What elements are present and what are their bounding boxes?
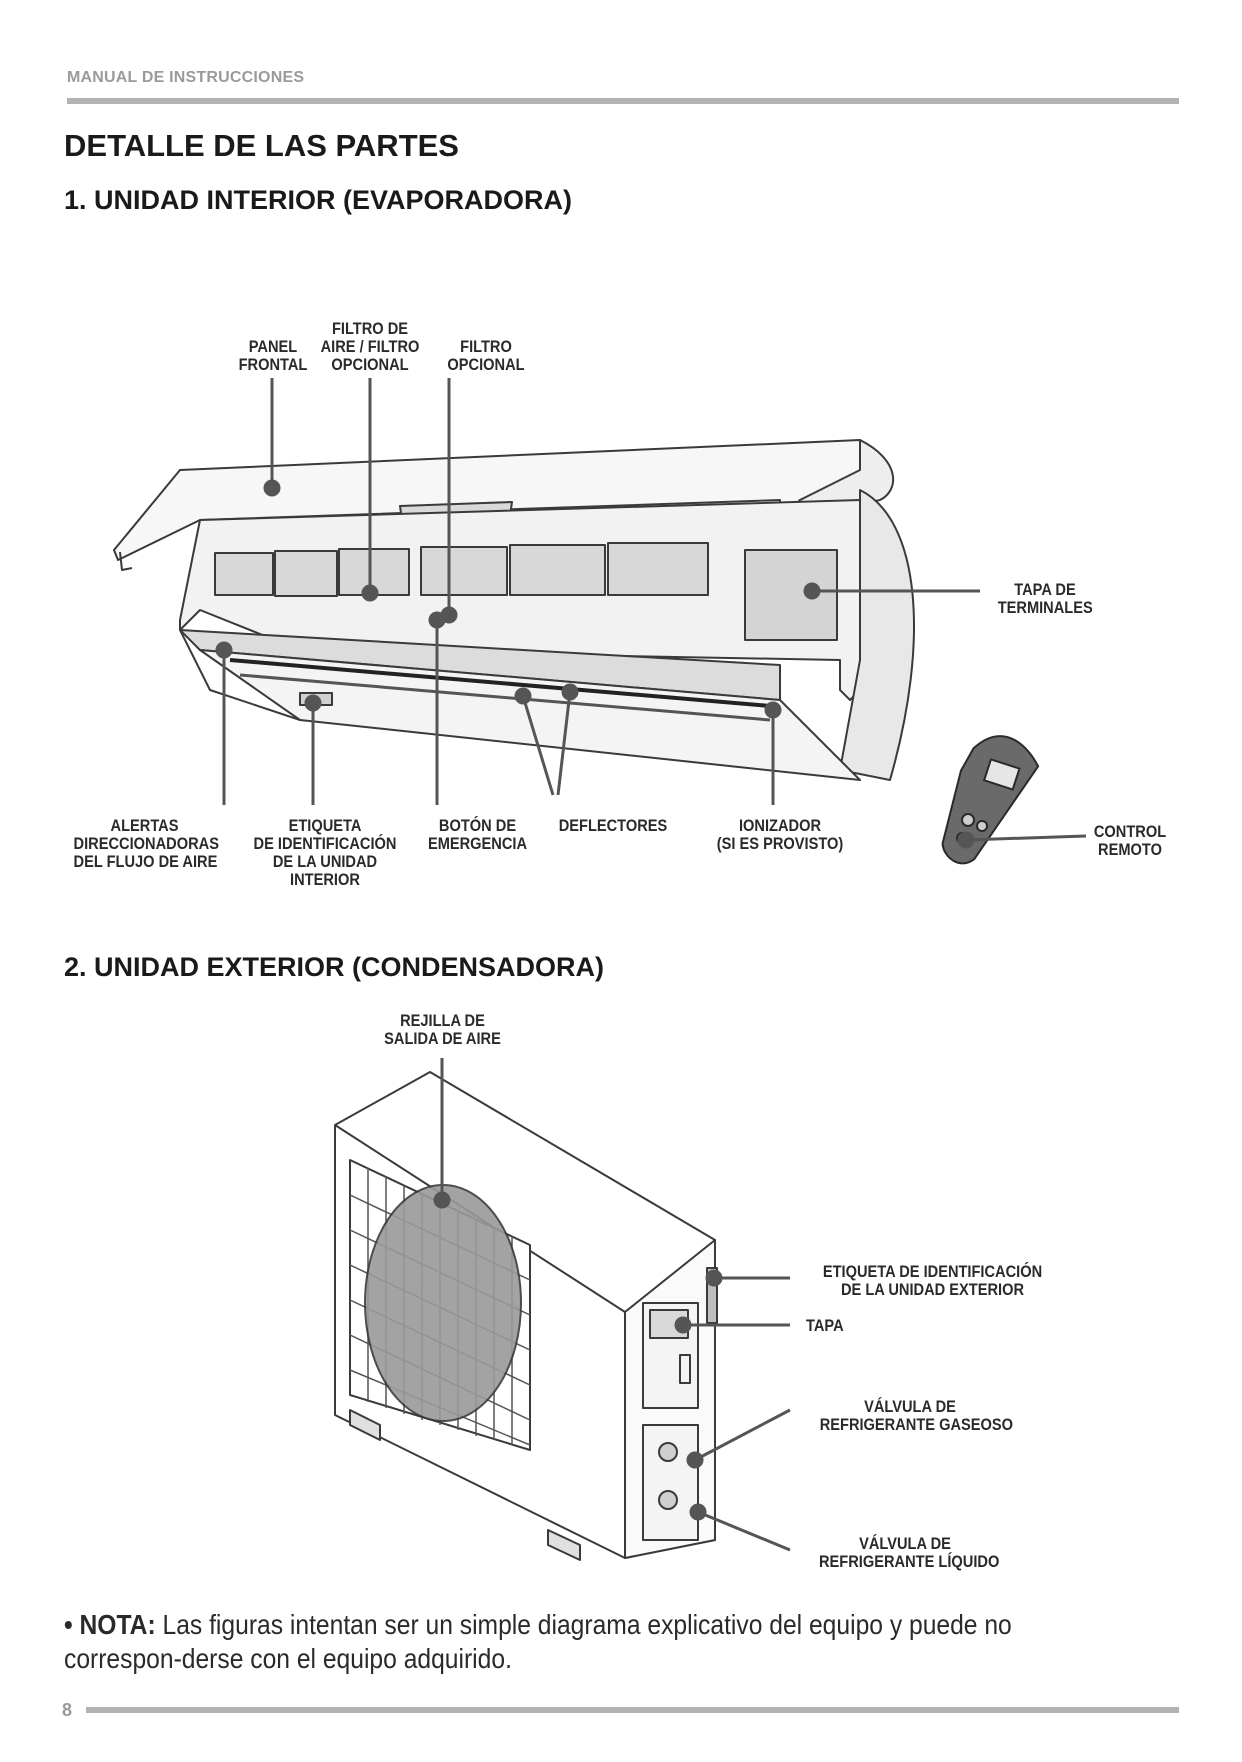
label-filtro-aire: FILTRO DE AIRE / FILTRO OPCIONAL [320, 319, 420, 374]
page-title: DETALLE DE LAS PARTES [64, 128, 459, 163]
header-rule [67, 98, 1179, 104]
note-bullet: • [64, 1609, 73, 1640]
label-tapa: TAPA [806, 1316, 844, 1335]
outdoor-unit-drawing [334, 1071, 718, 1561]
callouts [215, 378, 1087, 1552]
label-boton-emergencia: BOTÓN DE EMERGENCIA [427, 816, 528, 853]
section1-heading: 1. UNIDAD INTERIOR (EVAPORADORA) [64, 185, 573, 215]
section2-heading: 2. UNIDAD EXTERIOR (CONDENSADORA) [64, 952, 605, 982]
label-ionizador: IONIZADOR (SI ES PROVISTO) [716, 816, 844, 853]
label-etiqueta-exterior: ETIQUETA DE IDENTIFICACIÓN DE LA UNIDAD … [822, 1262, 1043, 1299]
note-text: Las figuras intentan ser un simple diagr… [64, 1609, 1012, 1674]
label-etiqueta-interior: ETIQUETA DE IDENTIFICACIÓN DE LA UNIDAD … [253, 816, 397, 889]
label-panel-frontal: PANEL FRONTAL [238, 337, 308, 374]
label-tapa-terminales: TAPA DE TERMINALES [997, 580, 1093, 617]
indoor-unit-drawing [113, 439, 915, 781]
footer-rule [86, 1707, 1179, 1713]
label-rejilla: REJILLA DE SALIDA DE AIRE [384, 1011, 501, 1048]
page-number: 8 [62, 1700, 73, 1720]
label-valvula-liquido: VÁLVULA DE REFRIGERANTE LÍQUIDO [819, 1534, 1000, 1571]
label-control-remoto: CONTROL REMOTO [1093, 822, 1167, 859]
note-paragraph: • NOTA: Las figuras intentan ser un simp… [64, 1608, 1050, 1676]
running-header: MANUAL DE INSTRUCCIONES [67, 69, 305, 86]
label-alertas: ALERTAS DIRECCIONADORAS DEL FLUJO DE AIR… [73, 816, 219, 871]
remote-control-drawing [941, 735, 1040, 865]
note-label: NOTA: [79, 1609, 156, 1640]
label-deflectores: DEFLECTORES [558, 816, 668, 835]
label-valvula-gas: VÁLVULA DE REFRIGERANTE GASEOSO [819, 1397, 1014, 1434]
label-filtro-opcional: FILTRO OPCIONAL [447, 337, 525, 374]
